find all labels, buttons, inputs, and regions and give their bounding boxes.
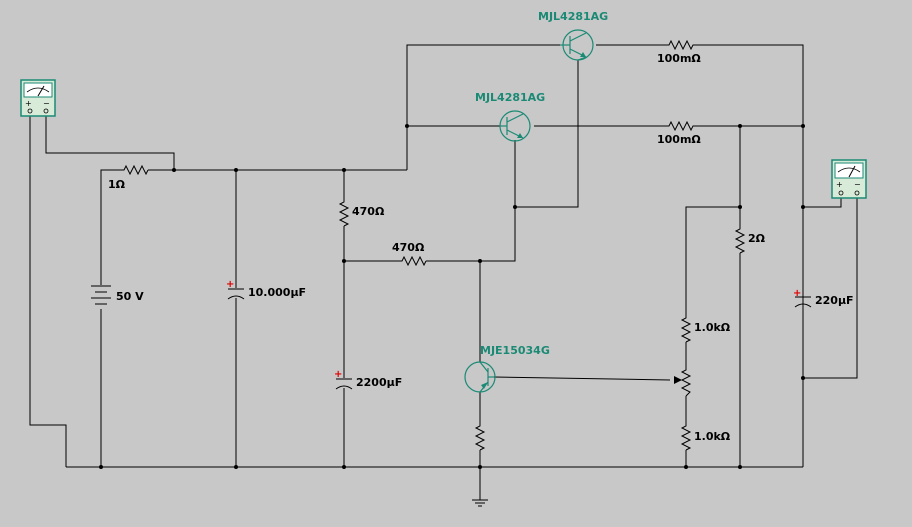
c-out-label: 220µF [815,294,854,307]
battery-50v[interactable] [91,285,111,305]
r-div-top-label: 1.0kΩ [694,321,731,334]
resistor-r-sense[interactable] [734,225,746,254]
transistor-q2[interactable] [499,110,531,142]
r-div-bot-label: 1.0kΩ [694,430,731,443]
capacitor-c-main[interactable]: + [226,279,245,300]
q2-part-label: MJL4281AG [475,91,545,104]
r-mid-label: 100mΩ [657,133,701,146]
junction-dots [99,124,805,469]
resistor-r-bias1[interactable] [338,198,350,227]
q1-part-label: MJL4281AG [538,10,608,23]
transistor-q1[interactable] [560,29,594,61]
svg-text:+: + [793,288,801,299]
c-bias-label: 2200µF [356,376,402,389]
voltmeter-left[interactable]: + − [20,79,56,117]
r-top-label: 100mΩ [657,52,701,65]
q3-part-label: MJE15034G [480,344,550,357]
r-in-label: 1Ω [108,178,126,191]
svg-text:+: + [836,180,843,189]
svg-text:−: − [854,180,861,189]
svg-text:+: + [334,369,342,380]
c-main-label: 10.000µF [248,286,306,299]
resistor-r-mid[interactable] [665,120,697,132]
voltmeter-right[interactable]: + − [831,159,867,199]
resistor-q3-emitter[interactable] [474,422,486,451]
resistor-r-div-top[interactable] [680,314,692,343]
resistor-r-bias2[interactable] [398,255,427,267]
resistor-r-in[interactable] [120,164,149,176]
potentiometer[interactable] [674,366,692,397]
ground-icon [472,499,488,507]
capacitor-c-out[interactable]: + [793,288,812,308]
r-bias1-label: 470Ω [352,205,385,218]
svg-text:+: + [25,99,32,108]
svg-text:+: + [226,279,234,290]
transistor-q3[interactable] [464,361,496,393]
capacitor-c-bias[interactable]: + [334,369,353,390]
resistor-r-top[interactable] [665,39,697,51]
r-bias2-label: 470Ω [392,241,425,254]
wires [29,44,858,500]
r-sense-label: 2Ω [748,232,766,245]
v-source-label: 50 V [116,290,144,303]
resistor-r-div-bot[interactable] [680,422,692,451]
svg-text:−: − [43,99,50,108]
